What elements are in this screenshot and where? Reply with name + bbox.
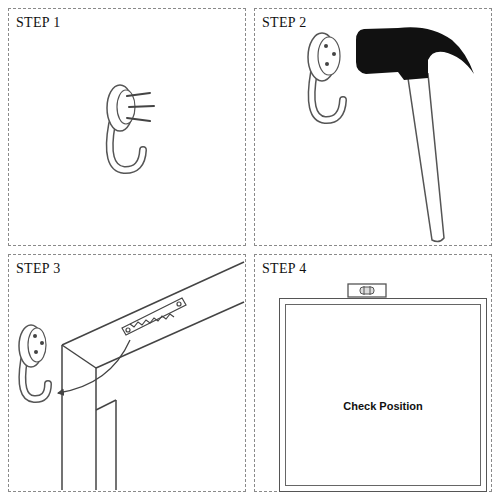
step-label: STEP 2 (262, 15, 306, 31)
step-label: STEP 3 (16, 261, 60, 277)
picture-frame: Check Position (279, 298, 487, 492)
step-label: STEP 1 (16, 15, 60, 31)
frame-caption: Check Position (280, 400, 486, 412)
hook-step3 (19, 325, 48, 399)
spirit-level (348, 284, 386, 297)
sawtooth-hanger (122, 298, 186, 335)
step-label: STEP 4 (262, 261, 306, 277)
hook-step1 (107, 85, 154, 170)
placement-arrow (58, 340, 130, 393)
hook-step2 (308, 33, 343, 120)
step-panel: STEP 4 Check Position (254, 254, 492, 492)
door-frame (62, 262, 244, 490)
step-panel: STEP 1 (8, 8, 246, 246)
step-panel: STEP 3 (8, 254, 246, 492)
hammer (356, 27, 474, 241)
step-panel: STEP 2 (254, 8, 492, 246)
